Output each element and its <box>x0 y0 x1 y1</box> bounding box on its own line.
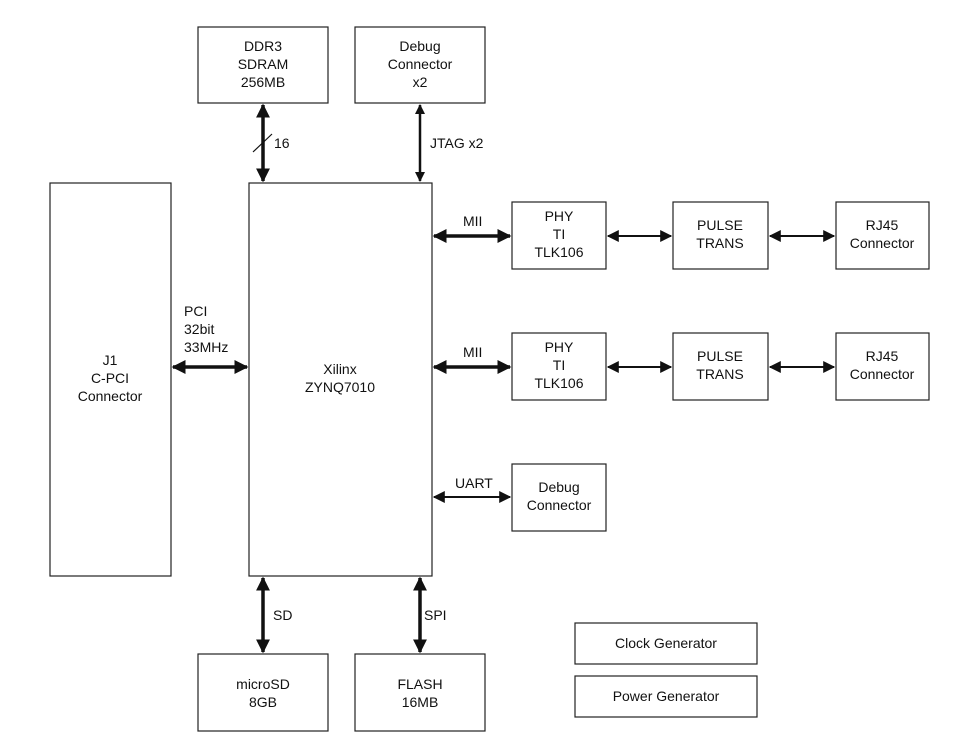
phy2-block: PHY TI TLK106 <box>511 332 607 401</box>
debug-uart-label-line1: Debug <box>538 479 579 495</box>
ddr3-label-line1: DDR3 <box>244 38 282 54</box>
bus-width-slash <box>252 133 273 153</box>
phy2-label-line3: TLK106 <box>534 375 583 391</box>
ddr3-label-line2: SDRAM <box>238 56 289 72</box>
debug-connector-uart-block: Debug Connector <box>511 463 607 532</box>
flash-label-line2: 16MB <box>402 694 439 710</box>
pulse-trans2-block: PULSE TRANS <box>672 332 769 401</box>
phy1-label-line1: PHY <box>545 208 574 224</box>
rj45-2-label-line2: Connector <box>850 366 915 382</box>
microsd-block: microSD 8GB <box>197 653 329 732</box>
zynq-fpga-block: Xilinx ZYNQ7010 <box>248 182 433 577</box>
phy2-label-line2: TI <box>553 357 565 373</box>
rj45-1-label-line2: Connector <box>850 235 915 251</box>
debug-uart-label-line2: Connector <box>527 497 592 513</box>
clock-generator-label: Clock Generator <box>615 635 717 651</box>
zynq-label-line1: Xilinx <box>323 361 356 377</box>
microsd-label-line2: 8GB <box>249 694 277 710</box>
debug-top-label-line3: x2 <box>413 74 428 90</box>
power-generator-label: Power Generator <box>613 688 720 704</box>
debug-top-label-line1: Debug <box>399 38 440 54</box>
pulse1-label-line2: TRANS <box>696 235 743 251</box>
debug-top-label-line2: Connector <box>388 56 453 72</box>
pci-label-line1: PCI <box>184 303 207 319</box>
ddr3-sdram-block: DDR3 SDRAM 256MB <box>197 26 329 104</box>
debug-connector-top-block: Debug Connector x2 <box>354 26 486 104</box>
phy1-label-line3: TLK106 <box>534 244 583 260</box>
pulse1-label-line1: PULSE <box>697 217 743 233</box>
phy1-block: PHY TI TLK106 <box>511 201 607 270</box>
pci-label-line2: 32bit <box>184 321 214 337</box>
rj45-2-block: RJ45 Connector <box>835 332 930 401</box>
clock-generator-block: Clock Generator <box>574 622 758 665</box>
rj45-1-label-line1: RJ45 <box>866 217 899 233</box>
mii2-label: MII <box>463 344 482 360</box>
uart-label: UART <box>455 475 493 491</box>
pulse-trans1-block: PULSE TRANS <box>672 201 769 270</box>
j1-label-line2: C-PCI <box>91 370 129 386</box>
phy1-label-line2: TI <box>553 226 565 242</box>
rj45-1-block: RJ45 Connector <box>835 201 930 270</box>
ddr3-label-line3: 256MB <box>241 74 285 90</box>
pci-label-line3: 33MHz <box>184 339 228 355</box>
pulse2-label-line1: PULSE <box>697 348 743 364</box>
rj45-2-label-line1: RJ45 <box>866 348 899 364</box>
power-generator-block: Power Generator <box>574 675 758 718</box>
flash-label-line1: FLASH <box>397 676 442 692</box>
microsd-label-line1: microSD <box>236 676 290 692</box>
phy2-label-line1: PHY <box>545 339 574 355</box>
sd-label: SD <box>273 607 292 623</box>
j1-label-line1: J1 <box>103 352 118 368</box>
j1-cpci-connector-block: J1 C-PCI Connector <box>49 182 172 577</box>
pulse2-label-line2: TRANS <box>696 366 743 382</box>
mii1-label: MII <box>463 213 482 229</box>
j1-label-line3: Connector <box>78 388 143 404</box>
spi-label: SPI <box>424 607 447 623</box>
zynq-label-line2: ZYNQ7010 <box>305 379 375 395</box>
bus-width-label: 16 <box>274 135 290 151</box>
jtag-label: JTAG x2 <box>430 135 484 151</box>
flash-block: FLASH 16MB <box>354 653 486 732</box>
